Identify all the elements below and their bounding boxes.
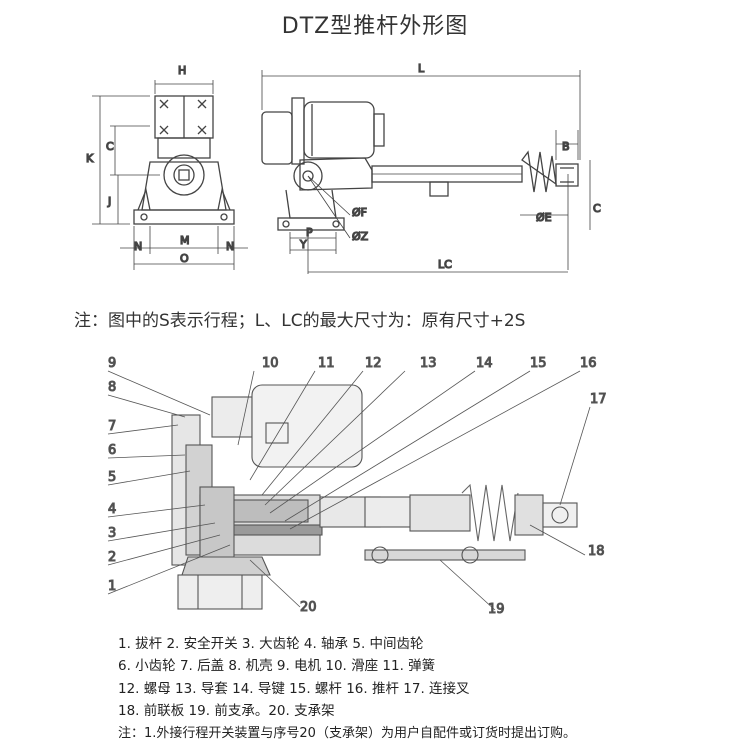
callout-19: 19 <box>488 602 505 617</box>
legend-note: 注：1.外接行程开关装置与序号20（支承架）为用户自配件或订货时提出订购。 <box>118 726 576 741</box>
dim-p: P <box>306 226 313 239</box>
callout-1: 1 <box>108 579 116 594</box>
callout-20: 20 <box>300 600 317 615</box>
callout-8: 8 <box>108 380 116 395</box>
dim-j: J <box>107 195 111 208</box>
section-drawing: 9 8 7 6 5 4 3 2 1 10 11 12 13 14 15 16 1… <box>107 355 607 617</box>
section-body <box>171 384 578 610</box>
dim-h: H <box>178 64 186 77</box>
dim-f: ØF <box>352 206 367 219</box>
legend-line-4: 18. 前联板 19. 前支承。20. 支承架 <box>118 703 335 719</box>
callout-5: 5 <box>108 470 116 485</box>
callout-4: 4 <box>108 502 116 517</box>
callout-14: 14 <box>476 356 493 371</box>
legend-line-1: 1. 拔杆 2. 安全开关 3. 大齿轮 4. 轴承 5. 中间齿轮 <box>118 636 424 652</box>
dim-b: B <box>562 140 570 153</box>
end-view <box>92 80 248 270</box>
callout-17: 17 <box>590 392 607 407</box>
side-view <box>261 70 591 274</box>
page-title: DTZ型推杆外形图 <box>281 14 469 39</box>
dim-l: L <box>418 62 425 75</box>
dim-o: O <box>180 252 189 265</box>
legend-line-2: 6. 小齿轮 7. 后盖 8. 机壳 9. 电机 10. 滑座 11. 弹簧 <box>118 658 436 674</box>
callout-16: 16 <box>580 356 597 371</box>
dim-y: Y <box>299 238 307 251</box>
callout-6: 6 <box>108 443 116 458</box>
callout-11: 11 <box>318 356 335 371</box>
dim-n-left: N <box>134 240 142 253</box>
callout-9: 9 <box>108 356 116 371</box>
dim-z: ØZ <box>352 230 369 243</box>
dim-k: K <box>86 152 94 165</box>
callout-13: 13 <box>420 356 437 371</box>
legend-line-3: 12. 螺母 13. 导套 14. 导键 15. 螺杆 16. 推杆 17. 连… <box>118 681 470 697</box>
dim-e: ØE <box>536 211 552 224</box>
callout-10: 10 <box>262 356 279 371</box>
outline-drawing: H K C J M N N O L B C ØF ØZ ØE P Y LC <box>85 61 602 274</box>
dim-c-left: C <box>106 140 114 153</box>
callout-18: 18 <box>588 544 605 559</box>
dim-c-right: C <box>593 202 601 215</box>
callout-12: 12 <box>365 356 382 371</box>
callout-7: 7 <box>108 419 116 434</box>
stroke-note: 注：图中的S表示行程；L、LC的最大尺寸为：原有尺寸+2S <box>74 311 526 331</box>
callout-3: 3 <box>108 526 116 541</box>
dim-m: M <box>180 234 190 247</box>
dim-lc: LC <box>438 258 452 271</box>
callout-2: 2 <box>108 550 116 565</box>
callout-15: 15 <box>530 356 547 371</box>
dim-n-right: N <box>226 240 234 253</box>
